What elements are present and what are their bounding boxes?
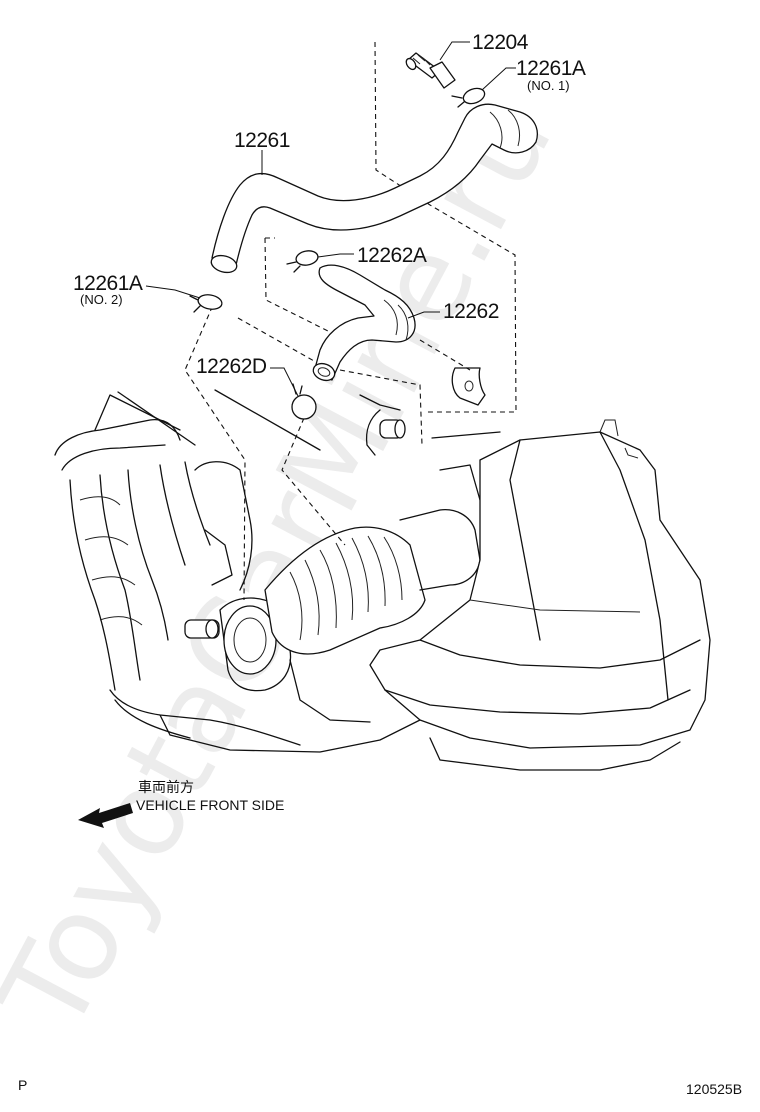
- direction-label-en: VEHICLE FRONT SIDE: [136, 797, 284, 813]
- hose-clip-12261a-no2: [189, 294, 223, 313]
- label-12261a-no1: 12261A: [516, 57, 586, 80]
- label-12262d: 12262D: [196, 355, 267, 378]
- hose-clip-12262d: [291, 383, 317, 420]
- label-12262: 12262: [443, 300, 499, 323]
- assembly-guide-lines: [184, 41, 517, 601]
- hose-clip-12261a-no1: [451, 87, 486, 108]
- engine-assembly: [54, 367, 711, 771]
- footer-code-left: P: [18, 1077, 27, 1093]
- front-arrow-icon: [78, 803, 133, 828]
- ventilation-hose-12262: [312, 264, 416, 382]
- direction-label-jp: 車両前方: [138, 779, 194, 795]
- vehicle-front-indicator: 車両前方 VEHICLE FRONT SIDE: [78, 779, 284, 828]
- hose-clip-12262a: [286, 250, 319, 273]
- label-12261a-no1-sub: (NO. 1): [527, 78, 570, 93]
- label-12262a: 12262A: [357, 244, 427, 267]
- footer-illustration-id: 120525B: [686, 1081, 742, 1097]
- leader-lines: [145, 41, 516, 397]
- ventilation-hose-12261: [210, 103, 538, 274]
- label-12261a-no2: 12261A: [73, 272, 143, 295]
- label-12204: 12204: [472, 31, 529, 54]
- label-12261a-no2-sub: (NO. 2): [80, 292, 123, 307]
- pcv-valve-12204: [405, 52, 456, 89]
- part-labels: 12204 12261A (NO. 1) 12261 12262A 12261A…: [73, 31, 586, 378]
- label-12261: 12261: [234, 129, 290, 152]
